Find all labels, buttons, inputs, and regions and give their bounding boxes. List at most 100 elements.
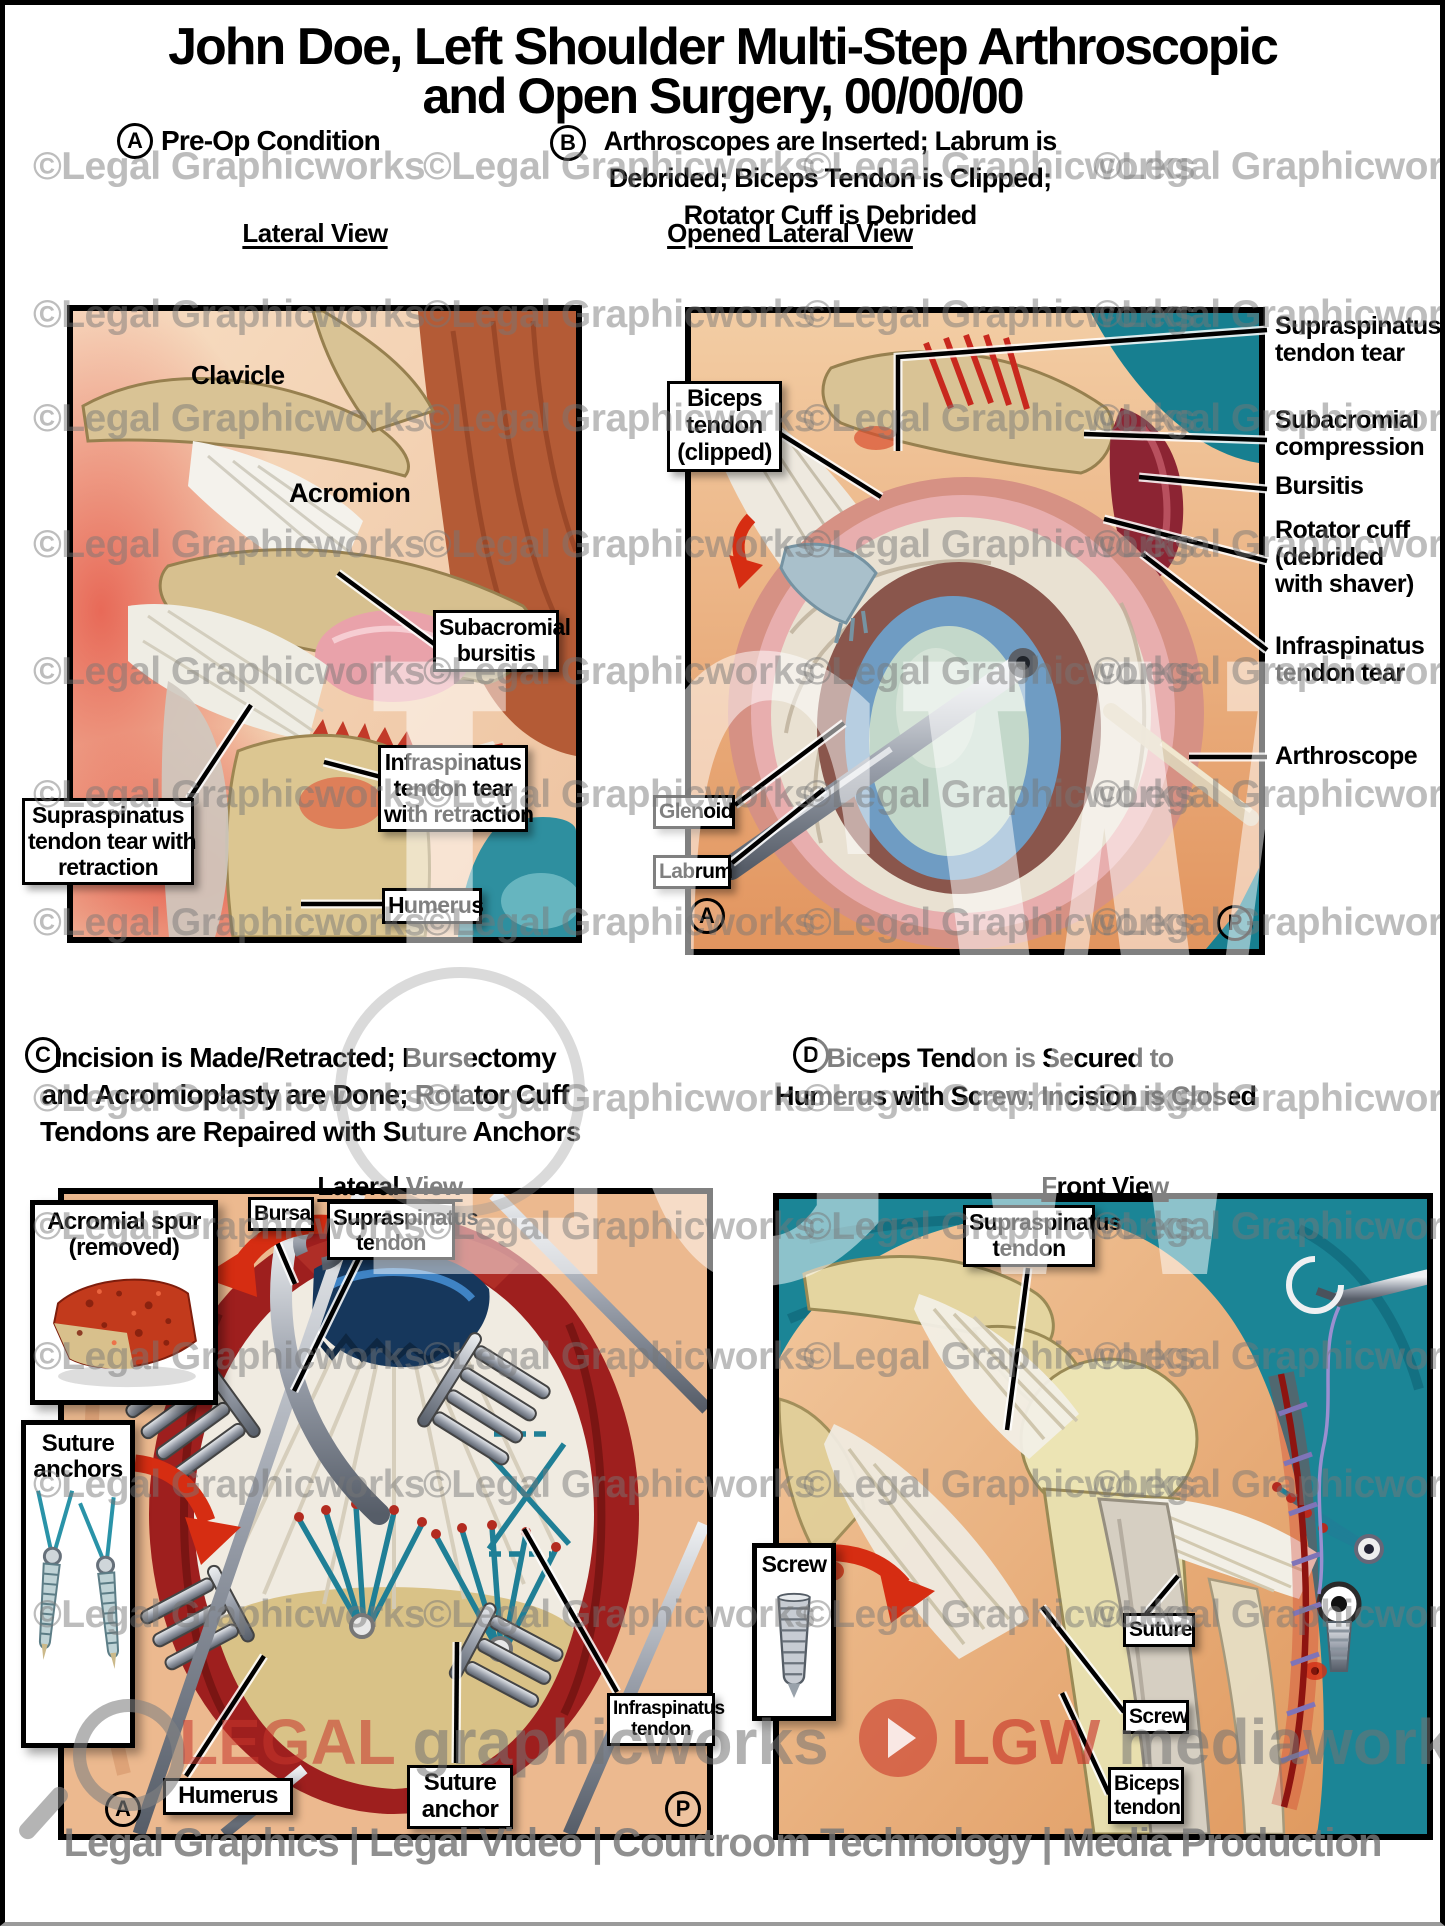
label-bursa: Bursa: [248, 1197, 314, 1231]
label-line: tendon: [356, 1229, 426, 1255]
label-line: retraction: [57, 853, 159, 880]
label-clavicle: Clavicle: [191, 360, 285, 390]
label-line: Incision is Made/Retracted; Bursectomy: [54, 1042, 557, 1073]
watermark-tile: ©Legal Graphicworks: [1093, 145, 1443, 188]
label-acromion: Acromion: [289, 478, 411, 508]
label-labrum: Labrum: [653, 855, 733, 889]
section-c-title: Incision is Made/Retracted; Bursectomy an…: [40, 1039, 581, 1150]
label-line: Suture: [423, 1769, 497, 1796]
label-line: Supraspinatus: [32, 802, 185, 828]
label-glenoid: Glenoid: [653, 795, 735, 829]
label-line: Debrided; Biceps Tendon is Clipped;: [608, 163, 1052, 193]
view-title-a: Lateral View: [242, 218, 388, 248]
label-line: Suture: [1129, 1618, 1193, 1641]
marker-posterior-b: P: [1217, 905, 1253, 941]
label-line: Screw: [761, 1551, 827, 1577]
label-line: Infraspinatus: [613, 1698, 725, 1719]
label-line: Humerus: [388, 892, 484, 918]
marker-anterior-b: A: [689, 898, 725, 934]
label-line: with shaver): [1275, 570, 1414, 598]
label-line: Acromial spur: [47, 1208, 201, 1235]
label-arthroscope: Arthroscope: [1275, 742, 1418, 770]
label-line: Glenoid: [659, 800, 734, 823]
section-c-letter: C: [25, 1037, 61, 1073]
label-line: Humerus: [178, 1782, 278, 1809]
section-a-letter: A: [117, 123, 153, 159]
footer-services-line: Legal Graphics | Legal Video | Courtroom…: [63, 1821, 1383, 1865]
label-line: Biceps Tendon is Secured to: [826, 1043, 1175, 1073]
label-line: anchors: [33, 1456, 123, 1484]
view-title-c: Lateral View: [317, 1171, 463, 1201]
section-d-letter: D: [793, 1037, 829, 1073]
view-title-d: Front View: [1041, 1171, 1169, 1201]
label-line: tendon tear: [1275, 339, 1405, 367]
section-a-title: Pre-Op Condition: [161, 125, 381, 156]
label-suture: Suture: [1123, 1613, 1195, 1647]
label-line: tendon: [686, 411, 763, 439]
inset-acromial-spur-title: Acromial spur(removed): [35, 1208, 213, 1262]
label-line: Biceps: [686, 385, 763, 412]
label-bursitis: Bursitis: [1275, 472, 1364, 500]
label-line: Suture: [41, 1430, 115, 1457]
label-line: tendon: [631, 1719, 691, 1741]
label-line: (removed): [68, 1234, 180, 1262]
label-line: Infraspinatus: [1275, 632, 1425, 660]
label-line: Infraspinatus: [384, 749, 522, 775]
section-b-title: Arthroscopes are Inserted; Labrum is Debr…: [590, 123, 1070, 234]
view-title-b: Opened Lateral View: [667, 218, 913, 248]
label-line: bursitis: [456, 639, 536, 666]
marker-posterior-c: P: [665, 1791, 701, 1827]
panel-c-illustration: [58, 1188, 713, 1840]
needle-driver-icon: [1331, 1269, 1427, 1307]
skin-stitches: [1278, 1401, 1322, 1764]
label-line: Arthroscopes are Inserted; Labrum is: [603, 126, 1058, 156]
suture-needle-icon: [1286, 1256, 1344, 1314]
shoulder-lateral-preop-art: [73, 311, 576, 937]
label-line: (debrided: [1275, 543, 1384, 571]
label-line: Arthroscope: [1275, 742, 1418, 770]
label-line: and Acromioplasty are Done; Rotator Cuff: [41, 1079, 569, 1110]
label-line: Bursitis: [1275, 472, 1364, 500]
label-humerus: Humerus: [382, 888, 484, 924]
label-line: tendon: [1114, 1795, 1181, 1819]
panel-d-illustration: [773, 1193, 1433, 1840]
label-line: Bursa: [254, 1202, 311, 1225]
label-line: tendon tear: [393, 774, 513, 801]
label-line: Supraspinatus: [1275, 312, 1441, 340]
red-arrow-icon: [729, 555, 763, 589]
label-line: Labrum: [659, 860, 733, 883]
label-line: Subacromial: [439, 614, 571, 640]
page-subtitle: and Open Surgery, 00/00/00: [422, 68, 1024, 124]
label-line: compression: [1275, 433, 1425, 461]
label-screw: Screw: [1123, 1700, 1189, 1734]
front-view-closure-art: [779, 1199, 1427, 1834]
label-line: Supraspinatus: [969, 1209, 1122, 1235]
label-line: Screw: [1129, 1705, 1188, 1728]
acromial-spur-icon: [53, 1278, 197, 1387]
page-title: John Doe, Left Shoulder Multi-Step Arthr…: [168, 18, 1279, 76]
inset-screw-title: Screw: [757, 1551, 831, 1577]
label-line: tendon tear: [1275, 659, 1405, 687]
section-b-letter: B: [550, 125, 586, 161]
suture-anchor-icon: [36, 1489, 120, 1669]
label-line: Tendons are Repaired with Suture Anchors: [40, 1116, 581, 1147]
label-line: Supraspinatus: [333, 1205, 479, 1230]
label-line: tendon: [992, 1234, 1066, 1261]
label-humerus-c: Humerus: [163, 1778, 293, 1815]
label-line: Subacromial: [1275, 406, 1419, 434]
label-line: (clipped): [677, 438, 772, 466]
